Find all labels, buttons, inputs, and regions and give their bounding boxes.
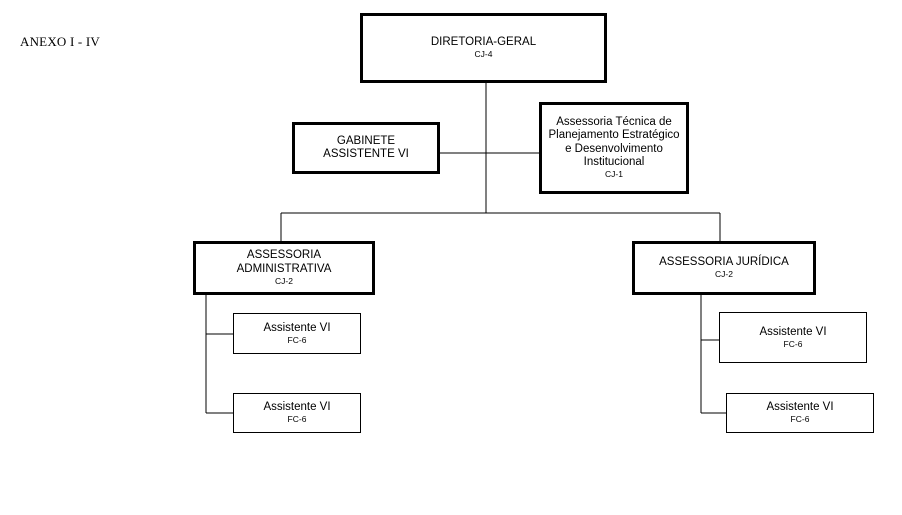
node-name-line: Assessoria Técnica de bbox=[556, 116, 672, 129]
node-name: DIRETORIA-GERAL bbox=[431, 36, 536, 49]
node-code: CJ-2 bbox=[715, 269, 733, 280]
node-name-line: Assistente VI bbox=[263, 401, 331, 413]
node-code: FC-6 bbox=[287, 414, 307, 425]
node-name: ASSESSORIA JURÍDICA bbox=[659, 256, 789, 269]
node-name-line: ASSISTENTE VI bbox=[323, 148, 409, 160]
node-name-line: Planejamento Estratégico bbox=[548, 129, 680, 142]
node-code: CJ-4 bbox=[474, 49, 493, 60]
node-name-line: ASSESSORIA JURÍDICA bbox=[659, 256, 789, 268]
node-name: Assistente VI bbox=[263, 322, 330, 335]
node-name-line: GABINETE bbox=[336, 134, 396, 147]
annex-title: ANEXO I - IV bbox=[20, 34, 101, 49]
node-name-line: ADMINISTRATIVA bbox=[236, 262, 332, 275]
node-name-line: DIRETORIA-GERAL bbox=[430, 36, 537, 48]
node-name: Assistente VI bbox=[766, 401, 833, 414]
node-name-line: Assistente VI bbox=[263, 321, 331, 334]
node-code: FC-6 bbox=[287, 334, 307, 345]
node-name-line: e Desenvolvimento bbox=[565, 142, 663, 155]
node-code: FC-6 bbox=[783, 338, 803, 349]
node-name-line: Assistente VI bbox=[766, 401, 834, 413]
node-name: Assistente VI bbox=[263, 401, 330, 414]
node-code: FC-6 bbox=[790, 414, 810, 425]
node-name-line: Assistente VI bbox=[759, 325, 827, 338]
node-code: CJ-2 bbox=[275, 275, 293, 286]
node-name: Assistente VI bbox=[759, 326, 826, 339]
node-name-line: ASSESSORIA bbox=[246, 249, 322, 262]
node-code: CJ-1 bbox=[605, 169, 623, 180]
node-name-line: Institucional bbox=[583, 155, 645, 168]
